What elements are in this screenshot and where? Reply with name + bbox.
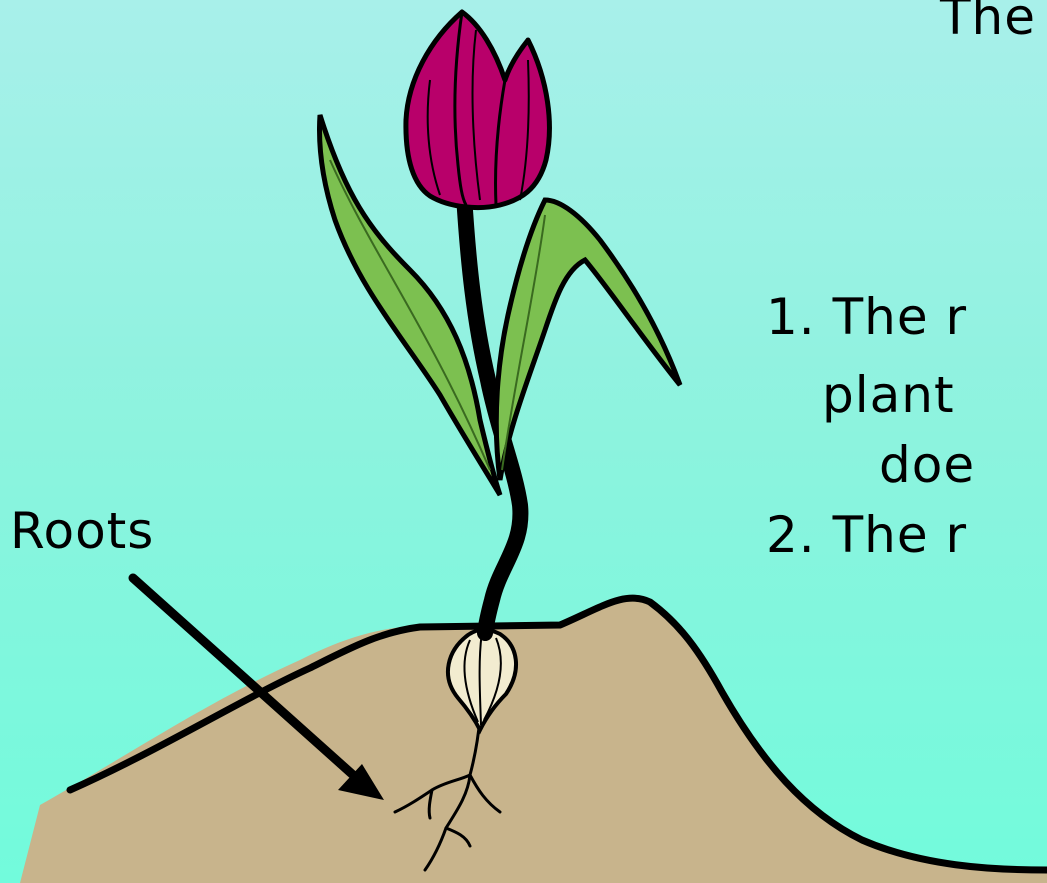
heading-fragment: The [940,0,1036,42]
roots-label: Roots [10,506,154,556]
point-2-line-1: 2. The r [766,510,967,560]
point-1-line-2: plant [822,370,955,420]
tulip-flower [406,12,550,208]
point-1-line-3: doe [879,440,975,490]
point-1-line-1: 1. The r [766,292,967,342]
